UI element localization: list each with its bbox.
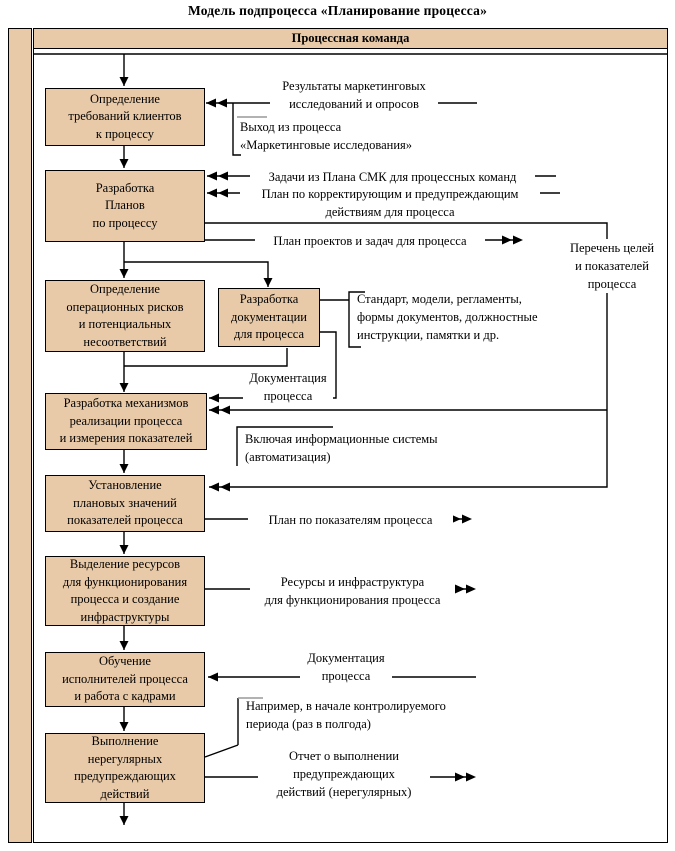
box-develop-mechanisms: Разработка механизмов реализации процесс… [45,393,207,450]
label-indicators-plan: План по показателям процесса [248,511,453,529]
swimlane-side-strip [8,28,32,843]
diagram-title: Модель подпроцесса «Планирование процесс… [187,3,488,18]
label-process-docs-1: Документация процесса [243,369,333,405]
label-marketing-exit: Выход из процесса «Маркетинговые исследо… [240,120,413,152]
label-resources: Ресурсы и инфраструктура для функциониро… [250,573,455,609]
box-preventive-actions: Выполнение нерегулярных предупреждающих … [45,733,205,803]
box-set-targets: Установление плановых значений показател… [45,475,205,532]
label-goals-list: Перечень целей и показателей процесса [558,239,666,293]
label-standards: Стандарт, модели, регламенты, формы доку… [357,292,538,342]
label-report: Отчет о выполнении предупреждающих дейст… [258,747,430,801]
box-train-staff: Обучение исполнителей процесса и работа … [45,652,205,707]
box-define-risks: Определение операционных рисков и потенц… [45,280,205,352]
label-smk-tasks: Задачи из Плана СМК для процессных коман… [250,168,535,186]
label-marketing-results: Результаты маркетинговых исследований и … [270,77,438,113]
swimlane-header: Процессная команда [33,28,668,49]
box-develop-plans: Разработка Планов по процессу [45,170,205,242]
box-allocate-resources: Выделение ресурсов для функционирования … [45,556,205,626]
label-corrective-plan: План по корректирующим и предупреждающим… [240,185,540,221]
label-for-example: Например, в начале контролируемого перио… [246,699,446,731]
box-define-requirements: Определение требований клиентов к процес… [45,88,205,146]
label-including-it: Включая информационные системы (автомати… [245,432,438,464]
box-develop-documentation: Разработка документации для процесса [218,288,320,347]
label-projects-plan: План проектов и задач для процесса [255,232,485,250]
label-process-docs-2: Документация процесса [300,649,392,685]
